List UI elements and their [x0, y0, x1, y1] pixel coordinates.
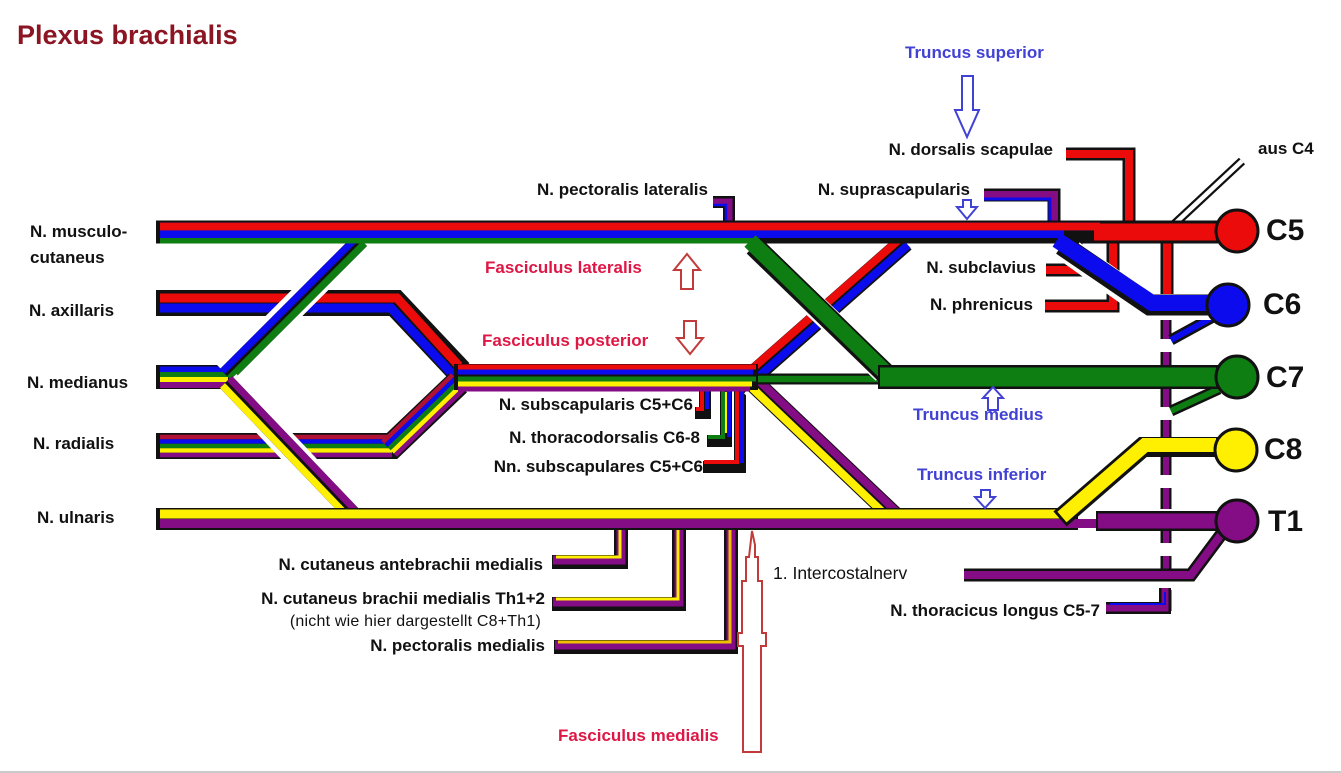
label-intercostal: 1. Intercostalnerv [773, 563, 908, 583]
label-fasciculus-lateralis: Fasciculus lateralis [485, 258, 642, 277]
suprascapularis-arrow [954, 199, 980, 221]
label-suprascapularis: N. suprascapularis [817, 180, 970, 199]
branch-hooks [552, 147, 1246, 654]
truncus-inferior-arrow [972, 489, 998, 510]
label-musculocutaneus-line2: cutaneus [30, 248, 105, 267]
label-subclavius: N. subclavius [926, 258, 1036, 277]
label-truncus-medius: Truncus medius [913, 405, 1044, 424]
label-cutaneus-brachii: N. cutaneus brachii medialis Th1+2 [261, 589, 545, 608]
label-pectoralis-medialis: N. pectoralis medialis [370, 636, 545, 655]
truncus-medius-arrow [980, 385, 1006, 411]
lateral-cord-and-trunks [156, 220, 1218, 389]
label-pectoralis-lateralis: N. pectoralis lateralis [536, 180, 708, 199]
truncus-superior-arrow [953, 75, 981, 140]
c8-root-circle [1213, 427, 1259, 473]
label-cutaneus-brachii-note: (nicht wie hier dargestellt C8+Th1) [289, 613, 541, 630]
label-thoracodorsalis: N. thoracodorsalis C6-8 [509, 428, 700, 447]
label-root-c6: C6 [1263, 288, 1302, 321]
label-cutaneus-antebrachii: N. cutaneus antebrachii medialis [278, 555, 543, 574]
label-root-t1: T1 [1268, 505, 1304, 538]
label-axillaris: N. axillaris [29, 301, 115, 320]
label-root-c7: C7 [1266, 361, 1305, 394]
label-truncus-inferior: Truncus inferior [917, 465, 1047, 484]
label-thoracicus-longus: N. thoracicus longus C5-7 [890, 601, 1100, 620]
label-ulnaris: N. ulnaris [37, 508, 115, 527]
label-subscapulares: Nn. subscapulares C5+C6 [493, 457, 703, 476]
label-radialis: N. radialis [33, 434, 115, 453]
c6-root-circle [1205, 282, 1251, 328]
c5-root-circle [1214, 208, 1260, 254]
t1-root-circle [1214, 498, 1260, 544]
label-fasciculus-medialis: Fasciculus medialis [558, 726, 719, 745]
fasciculus-lateralis-arrow [671, 252, 703, 290]
label-medianus: N. medianus [27, 373, 129, 392]
label-dorsalis-scapulae: N. dorsalis scapulae [888, 140, 1053, 159]
root-circles [1205, 208, 1260, 544]
label-truncus-superior: Truncus superior [905, 43, 1044, 62]
label-subscapularis: N. subscapularis C5+C6 [498, 395, 693, 414]
label-root-c5: C5 [1266, 214, 1305, 247]
page-title: Plexus brachialis [17, 20, 238, 50]
label-musculocutaneus-line1: N. musculo- [30, 222, 128, 241]
posterior-cord-and-terminal-nerves [156, 228, 1218, 531]
label-phrenicus: N. phrenicus [930, 295, 1033, 314]
label-root-c8: C8 [1264, 433, 1303, 466]
fasciculus-posterior-arrow [674, 320, 706, 356]
fasciculus-medialis-arrow [737, 530, 767, 753]
label-aus-c4: aus C4 [1258, 139, 1314, 158]
label-fasciculus-posterior: Fasciculus posterior [482, 331, 649, 350]
annotation-arrows [671, 75, 1006, 753]
c7-root-circle [1214, 354, 1260, 400]
